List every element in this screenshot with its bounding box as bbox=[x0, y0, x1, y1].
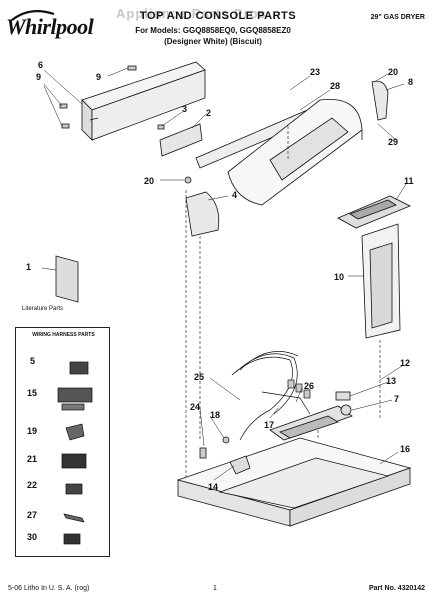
print-info: 5-06 Litho In U. S. A. (rog) bbox=[8, 585, 90, 592]
page-number: 1 bbox=[213, 585, 217, 592]
part-number: Part No. 4320142 bbox=[368, 585, 425, 592]
harness-callout-19: 19 bbox=[27, 426, 38, 436]
callout-17: 17 bbox=[264, 420, 275, 430]
callout-7: 7 bbox=[394, 394, 400, 404]
product-type: 29" GAS DRYER bbox=[370, 14, 425, 21]
literature-drawing bbox=[55, 255, 79, 303]
callout-12: 12 bbox=[400, 358, 411, 368]
callout-23: 23 bbox=[310, 67, 321, 77]
thermostat-drawing bbox=[340, 404, 352, 416]
callout-29: 29 bbox=[388, 137, 399, 147]
callout-18: 18 bbox=[210, 410, 221, 420]
color-variants: (Designer White) (Biscuit) bbox=[164, 37, 262, 46]
callout-8: 8 bbox=[408, 77, 414, 87]
callout-20-right: 20 bbox=[388, 67, 399, 77]
top-hood-drawing bbox=[227, 98, 363, 206]
wiring-harness-drawing bbox=[231, 350, 311, 441]
harness-callout-27: 27 bbox=[27, 510, 38, 520]
end-cap-drawing bbox=[185, 191, 220, 237]
model-numbers: For Models: GGQ8858EQ0, GGQ8858EZ0 bbox=[135, 26, 291, 35]
harness-callout-22: 22 bbox=[27, 480, 38, 490]
harness-callout-5: 5 bbox=[30, 356, 36, 366]
callout-9-top: 9 bbox=[96, 72, 102, 82]
callout-25: 25 bbox=[194, 372, 205, 382]
callout-2: 2 bbox=[206, 108, 212, 118]
callout-9-left: 9 bbox=[36, 72, 42, 82]
callout-1: 1 bbox=[26, 262, 32, 272]
cabinet-top-drawing bbox=[176, 405, 412, 527]
callout-13: 13 bbox=[386, 376, 397, 386]
callout-16: 16 bbox=[400, 444, 411, 454]
brand-logo: Whirlpool bbox=[6, 14, 94, 39]
harness-callout-15: 15 bbox=[27, 388, 38, 398]
callout-10: 10 bbox=[334, 272, 345, 282]
harness-callout-21: 21 bbox=[27, 454, 38, 464]
callout-14: 14 bbox=[208, 482, 219, 492]
brand-swoosh-icon bbox=[11, 9, 55, 21]
callout-3: 3 bbox=[182, 104, 188, 114]
page-title: TOP AND CONSOLE PARTS bbox=[139, 10, 297, 22]
wiring-harness-parts-box: WIRING HARNESS PARTS bbox=[15, 327, 110, 557]
callout-4: 4 bbox=[232, 190, 238, 200]
callout-11: 11 bbox=[404, 176, 414, 186]
control-bracket-drawing bbox=[159, 123, 203, 157]
harness-box-title: WIRING HARNESS PARTS bbox=[32, 332, 95, 338]
console-panel-drawing bbox=[81, 61, 206, 141]
callout-26: 26 bbox=[304, 381, 315, 391]
callout-24: 24 bbox=[190, 402, 201, 412]
watermark: Appliance Parts Pros bbox=[116, 6, 267, 21]
literature-label: Literature Parts bbox=[22, 306, 64, 312]
callout-20-left: 20 bbox=[144, 176, 155, 186]
harness-callout-30: 30 bbox=[27, 532, 38, 542]
callout-28: 28 bbox=[330, 81, 341, 91]
callout-6: 6 bbox=[38, 60, 44, 70]
screw-drawings bbox=[59, 65, 165, 130]
hinge-drawing bbox=[371, 80, 389, 121]
lint-duct-drawing bbox=[361, 223, 401, 339]
harness-parts-drawings bbox=[57, 361, 93, 545]
